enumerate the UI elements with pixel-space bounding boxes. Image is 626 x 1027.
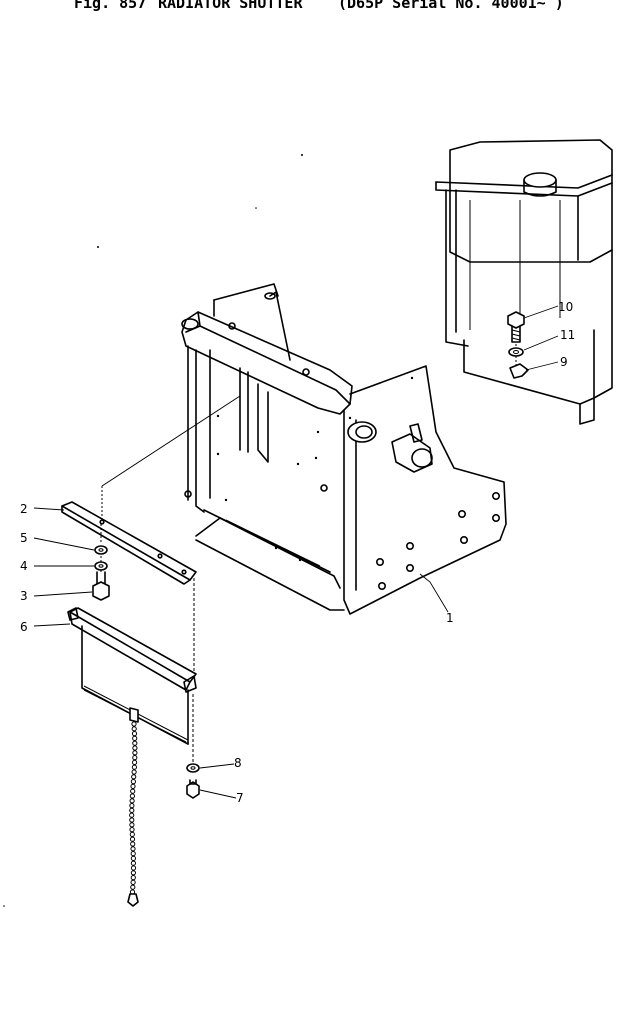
chain-bead: [132, 759, 138, 766]
chain-bead: [129, 836, 136, 842]
washer-11: [508, 347, 524, 357]
chain-bead: [130, 783, 136, 790]
chain-bead: [129, 831, 135, 838]
shutter-6: [67, 607, 197, 907]
callout-5: 5: [20, 531, 28, 545]
chain-bead: [131, 721, 137, 727]
clip-9: [509, 363, 529, 379]
chain-bead: [131, 731, 138, 737]
lock-washer-4: [94, 561, 108, 571]
figure-header: Fig. 857 RADIATOR SHUTTER (D65P Serial N…: [0, 0, 626, 18]
callout-11: 11: [560, 328, 575, 342]
chain-bead: [130, 779, 136, 785]
washer-5: [94, 545, 108, 555]
chain-bead: [130, 884, 136, 890]
washer-8: [186, 763, 200, 773]
callout-4: 4: [20, 559, 28, 573]
callout-2: 2: [20, 502, 28, 516]
callout-leaders: [33, 305, 559, 799]
chain-bead: [129, 812, 135, 818]
bolt-10: [507, 311, 525, 343]
chain-bead: [131, 769, 137, 775]
frame-holes: [184, 322, 500, 590]
chain-bead: [132, 750, 138, 756]
callout-8: 8: [234, 756, 242, 770]
chain-bead: [130, 855, 136, 862]
chain-bead: [129, 798, 135, 804]
pull-chain: [129, 721, 138, 895]
chain-bead: [132, 740, 138, 746]
chain-bead: [129, 807, 135, 814]
chain-bead: [132, 745, 138, 751]
chain-bead: [130, 875, 136, 881]
chain-bead: [130, 870, 136, 876]
chain-bead: [130, 846, 136, 852]
chain-bead: [130, 841, 136, 847]
figure-title: RADIATOR SHUTTER: [158, 0, 303, 12]
callout-3: 3: [20, 589, 28, 603]
chain-bead: [130, 851, 136, 857]
bracket-2: [61, 501, 197, 585]
bolt-3: [92, 571, 110, 601]
callout-6: 6: [20, 620, 28, 634]
chain-bead: [131, 726, 137, 732]
chain-bead: [129, 822, 135, 828]
callout-1: 1: [446, 611, 454, 625]
chain-bead: [130, 860, 136, 866]
scan-specks: [3, 154, 303, 907]
radiator: [435, 139, 613, 425]
chain-bead: [130, 865, 137, 871]
callout-10: 10: [558, 300, 573, 314]
chain-bead: [132, 735, 138, 742]
bolt-7: [186, 779, 200, 799]
chain-bead: [130, 879, 136, 886]
callout-labels: 1 2 3 4 5 6 7 8 9 10 11: [20, 300, 575, 805]
figure-number: Fig. 857: [74, 0, 147, 12]
chain-bead: [129, 803, 135, 809]
radiator-guard-frame: [181, 283, 507, 615]
callout-9: 9: [560, 355, 568, 369]
serial-range: (D65P Serial No. 40001~ ): [338, 0, 564, 12]
chain-bead: [129, 827, 135, 833]
chain-bead: [132, 755, 138, 761]
chain-bead: [129, 793, 135, 799]
chain-bead: [131, 774, 137, 780]
callout-7: 7: [236, 791, 244, 805]
assembly-lines: [100, 344, 517, 762]
chain-bead: [131, 764, 137, 770]
chain-bead: [130, 788, 136, 794]
chain-bead: [129, 817, 135, 823]
